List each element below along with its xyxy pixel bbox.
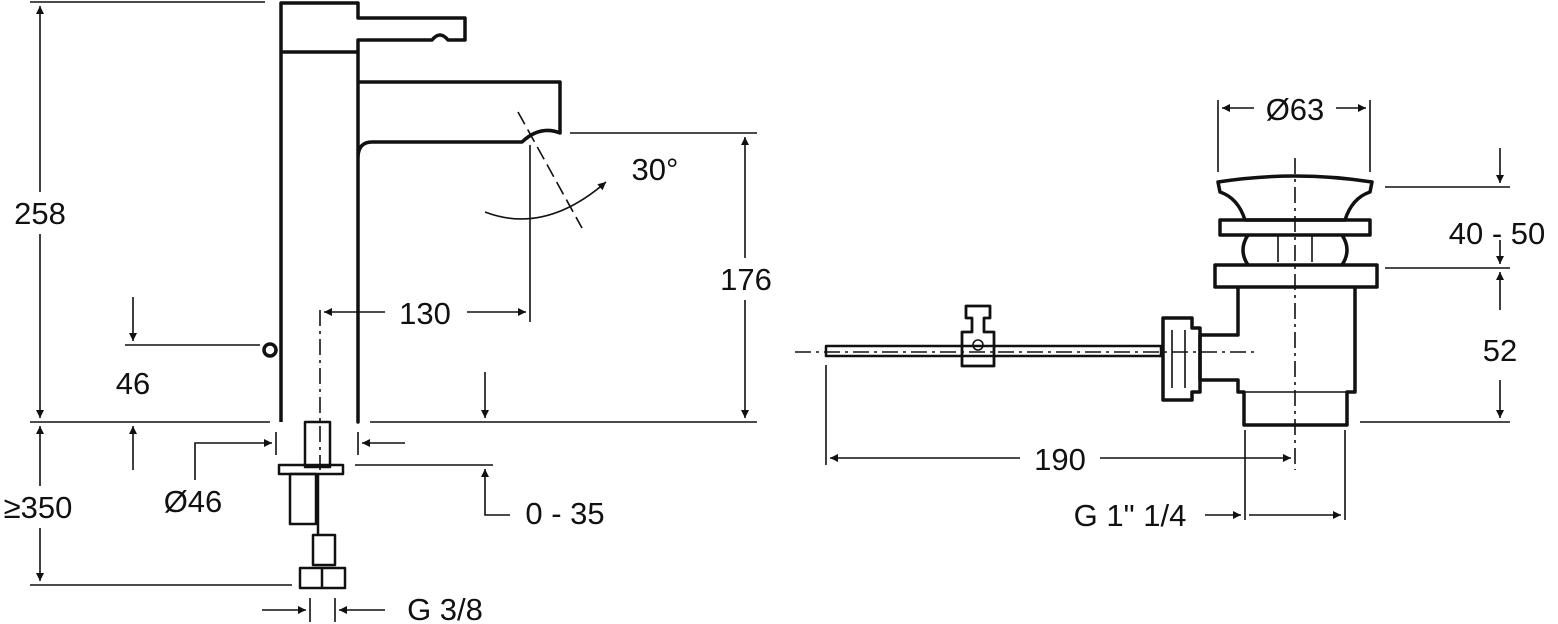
drain-drawing: Ø63 40 - 50 52 190 G 1" 1/4 [795,92,1545,533]
drain-body [1198,287,1357,427]
dim-plug-diameter: Ø63 [1266,92,1325,127]
dim-deck-thickness: 0 - 35 [525,496,604,531]
faucet-drawing: 258 176 130 30° 46 Ø46 0 - 35 [0,1,780,624]
dim-lever-height: 46 [116,366,150,401]
lever-pin [262,342,278,358]
rod-clamp [960,304,996,368]
supply-nut [298,566,347,590]
dim-spout-height: 176 [720,262,772,297]
dim-hose-length: ≥350 [4,490,73,525]
drain-plug [1216,174,1374,222]
dim-body-height: 52 [1483,333,1517,368]
dim-spout-reach: 130 [399,296,451,331]
dim-total-height: 258 [14,196,66,231]
dim-spout-angle: 30° [632,152,679,187]
dim-rod-length: 190 [1034,442,1086,477]
dim-connection-thread: G 3/8 [407,592,483,624]
dim-plug-lift: 40 - 50 [1449,216,1546,251]
rod-nut [1161,316,1202,402]
faucet-body [279,1,562,424]
dim-body-diameter: Ø46 [164,484,223,519]
dim-drain-thread: G 1" 1/4 [1074,498,1187,533]
